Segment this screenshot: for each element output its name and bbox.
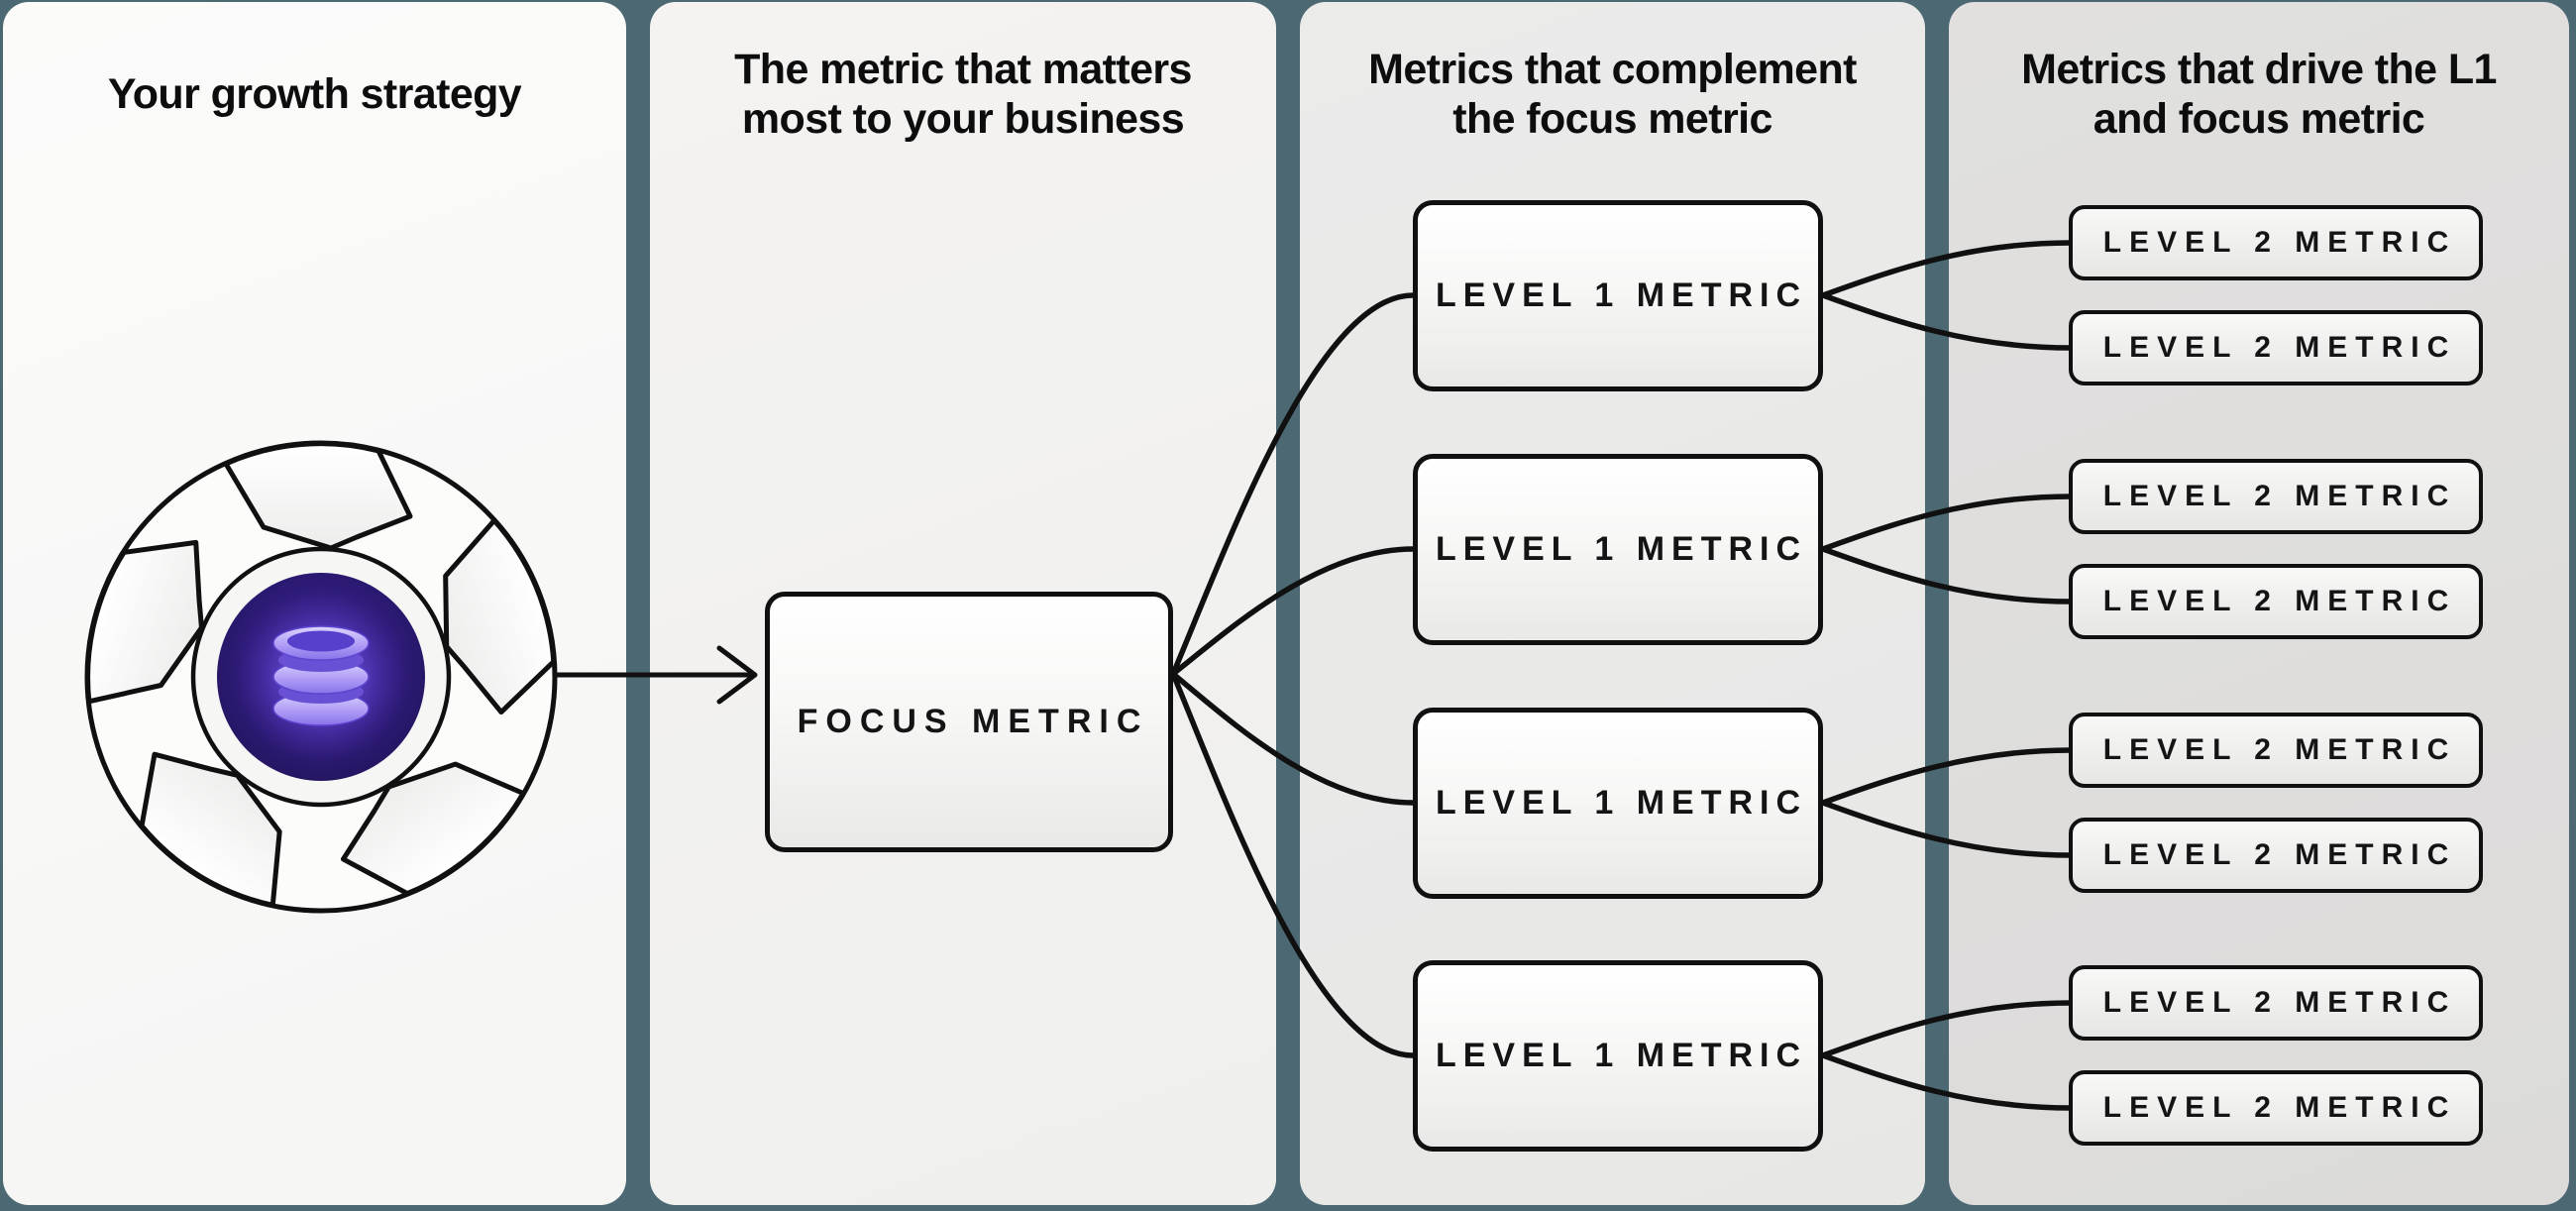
panel-title: Your growth strategy <box>3 40 626 151</box>
level1-metric-node: LEVEL 1 METRIC <box>1413 960 1823 1152</box>
level2-metric-node: LEVEL 2 METRIC <box>2069 310 2483 385</box>
connectors-l1-to-l2 <box>1820 240 2074 1111</box>
level1-metric-node: LEVEL 1 METRIC <box>1413 708 1823 899</box>
focus-metric-node: FOCUS METRIC <box>765 592 1173 852</box>
connectors-focus-to-l1 <box>1170 292 1416 1058</box>
level2-metric-node: LEVEL 2 METRIC <box>2069 459 2483 534</box>
level2-metric-node: LEVEL 2 METRIC <box>2069 1070 2483 1146</box>
level2-metric-node: LEVEL 2 METRIC <box>2069 818 2483 893</box>
panel-title: Metrics that drive the L1 and focus metr… <box>1949 40 2569 151</box>
panel-title: Metrics that complement the focus metric <box>1300 40 1925 151</box>
level1-metric-node: LEVEL 1 METRIC <box>1413 454 1823 645</box>
level2-metric-node: LEVEL 2 METRIC <box>2069 965 2483 1041</box>
panel-title-line: the focus metric <box>1452 95 1772 143</box>
panel-title-line: most to your business <box>741 95 1185 143</box>
level2-metric-node: LEVEL 2 METRIC <box>2069 564 2483 639</box>
database-icon <box>234 590 408 764</box>
panel-title: The metric that matters most to your bus… <box>650 40 1276 151</box>
panel-title-line: Metrics that drive the L1 <box>2021 46 2497 94</box>
panel-title-line: The metric that matters <box>734 46 1192 94</box>
panel-title-line: Metrics that complement <box>1368 46 1857 94</box>
level2-metric-node: LEVEL 2 METRIC <box>2069 205 2483 280</box>
panel-title-line: Your growth strategy <box>107 70 522 119</box>
level1-metric-node: LEVEL 1 METRIC <box>1413 200 1823 391</box>
aperture-icon <box>84 440 558 914</box>
panel-title-line: and focus metric <box>2093 95 2425 143</box>
arrow-hub-to-focus <box>554 645 758 705</box>
level2-metric-node: LEVEL 2 METRIC <box>2069 713 2483 788</box>
